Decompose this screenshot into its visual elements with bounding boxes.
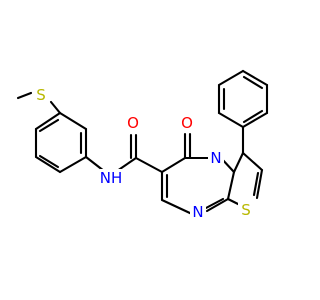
bond-ch3-s — [16, 91, 33, 100]
bond-ring1-1 — [58, 111, 88, 131]
label-bg-s-thiazole — [238, 201, 254, 219]
bond-thz-3 — [255, 168, 264, 200]
atom-label-o-ring: O — [181, 114, 193, 132]
bond-ring1-3 — [58, 155, 88, 174]
label-bg-o-ring — [178, 114, 196, 132]
bond-thz-1 — [232, 151, 245, 174]
label-bg-o-amide — [124, 114, 142, 132]
bond-ph-double-b — [242, 75, 264, 90]
molecule-diagram: S NH O O N N S — [16, 69, 269, 221]
bond-pyr-double-b — [204, 197, 225, 210]
bond-ring1-double-c — [38, 118, 60, 133]
bond-s-aryl — [49, 100, 62, 115]
label-bg-nh — [100, 169, 123, 187]
atom-label-s-thiazole: S — [241, 201, 251, 219]
label-bg-n-pyrimidine — [190, 203, 206, 221]
bond-ph-6 — [241, 111, 269, 129]
atom-label-o-amide: O — [127, 114, 139, 132]
bond-ph-1 — [217, 111, 245, 129]
label-bg-s-thioether — [33, 86, 49, 104]
bond-pyr-5 — [205, 197, 230, 213]
bond-ring1-4 — [34, 155, 62, 174]
bond-ph-double-c — [242, 109, 264, 124]
bond-ph-4 — [241, 69, 269, 87]
atom-label-nh: NH — [100, 169, 123, 187]
bond-thz-double — [252, 171, 260, 197]
bond-nh-carbonyl — [115, 156, 138, 173]
bond-ring1-6 — [34, 111, 62, 131]
bond-pyr-4 — [226, 170, 236, 201]
bond-ring1-double-b — [38, 154, 60, 169]
bond-pyr-6 — [160, 198, 194, 216]
bond-aryl-nh — [84, 155, 106, 173]
bond-thz-2 — [241, 151, 264, 172]
label-bg-n-ring — [208, 149, 224, 167]
atom-label-n-ring: N — [210, 149, 221, 167]
atom-label-s-thioether: S — [36, 86, 46, 104]
bond-pyr-1 — [160, 156, 187, 174]
bond-carbonyl-ring — [134, 156, 164, 174]
molecule-structure: S NH O O N N S — [16, 69, 269, 221]
bond-ph-3 — [217, 69, 245, 87]
atom-label-n-pyrimidine: N — [192, 203, 203, 221]
